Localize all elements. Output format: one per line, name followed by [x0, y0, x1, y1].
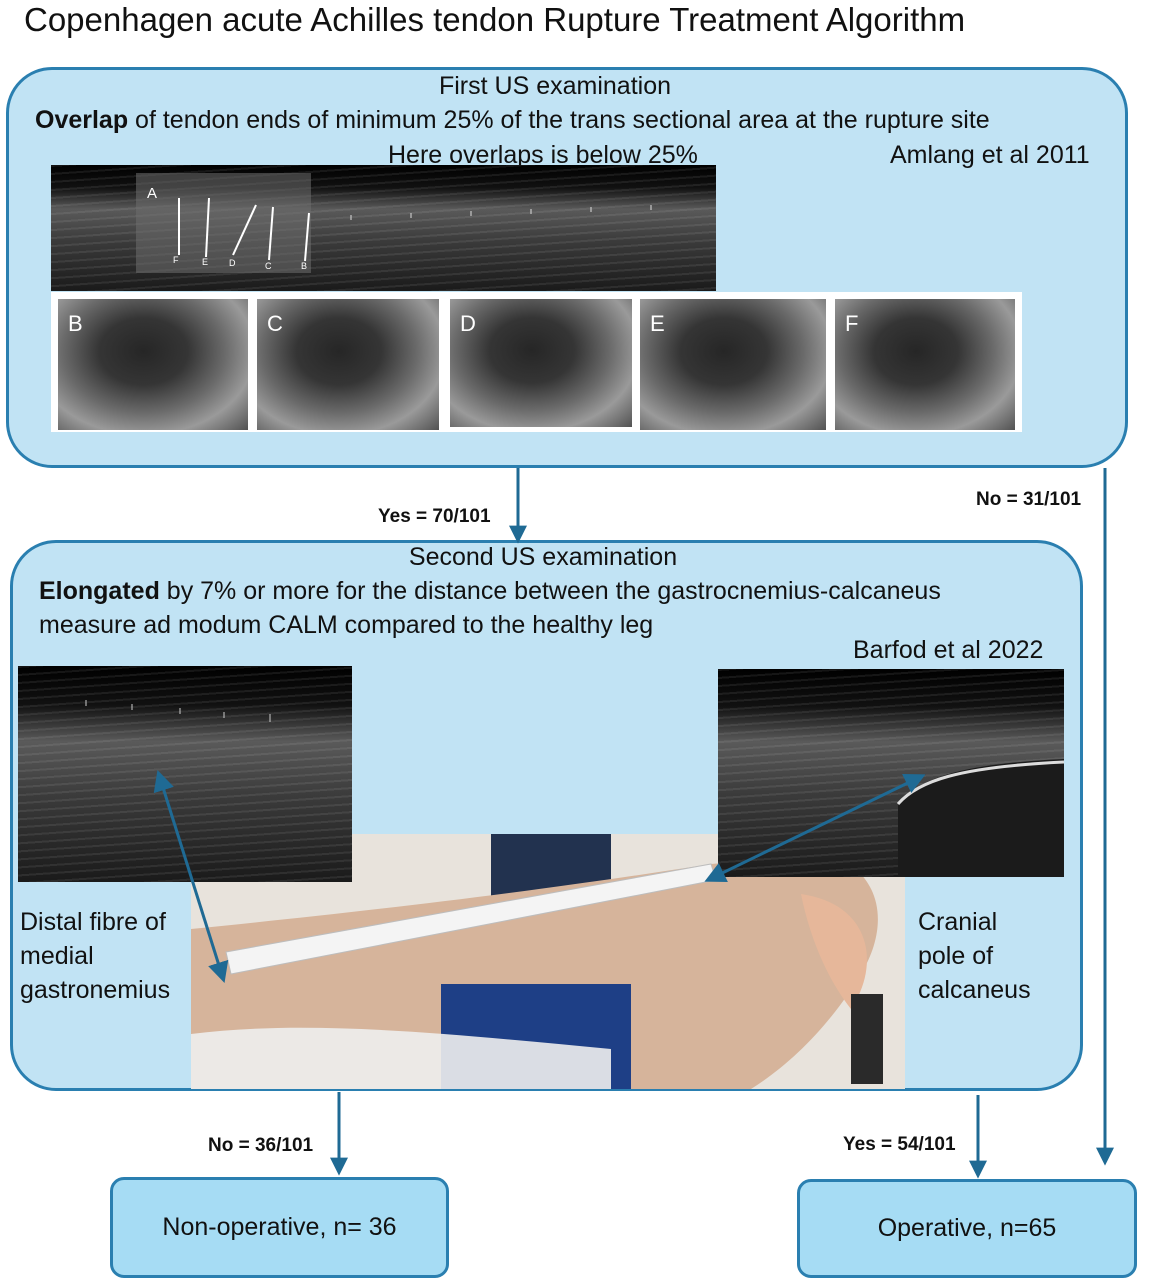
- gastrocnemius-label-line3: gastronemius: [20, 976, 171, 1004]
- second-exam-criterion-line1: Elongated by 7% or more for the distance…: [39, 576, 941, 606]
- gastrocnemius-label: Distal fibre of medial gastronemius: [20, 905, 170, 1007]
- longitudinal-ultrasound-image: A F E D C B: [51, 165, 716, 291]
- nonoperative-outcome-box: Non-operative, n= 36: [110, 1177, 449, 1278]
- long-mark-e: E: [202, 257, 209, 267]
- first-exam-note: Here overlaps is below 25%: [388, 141, 698, 169]
- operative-outcome-text: Operative, n=65: [877, 1214, 1057, 1242]
- elongated-text: by 7% or more for the distance between t…: [159, 577, 941, 605]
- operative-outcome-box: Operative, n=65: [797, 1179, 1137, 1278]
- calcaneus-label-line1: Cranial: [918, 908, 998, 936]
- criterion-keyword: Overlap: [35, 106, 129, 134]
- diagram-title: Copenhagen acute Achilles tendon Rupture…: [24, 1, 966, 38]
- cross-section-c-label: C: [267, 311, 283, 336]
- cross-section-e: E: [640, 299, 826, 430]
- long-mark-b: B: [301, 261, 308, 271]
- calcaneus-label-line2: pole of: [918, 942, 994, 970]
- cross-section-d: D: [450, 299, 632, 427]
- second-exam-heading: Second US examination: [408, 543, 678, 571]
- gastrocnemius-label-line1: Distal fibre of: [20, 908, 166, 936]
- first-exam-heading: First US examination: [438, 72, 672, 100]
- cross-section-b-label: B: [68, 311, 83, 336]
- cross-section-f: F: [835, 299, 1015, 430]
- gastrocnemius-label-line2: medial: [20, 942, 94, 970]
- no-first-label: No = 31/101: [976, 489, 1082, 510]
- first-exam-criterion: Overlap of tendon ends of minimum 25% of…: [35, 105, 990, 135]
- long-mark-a: A: [147, 185, 158, 202]
- long-mark-f: F: [173, 255, 179, 265]
- cross-section-f-label: F: [845, 311, 859, 336]
- long-mark-d: D: [229, 258, 236, 268]
- yes-first-label: Yes = 70/101: [378, 506, 491, 527]
- elongated-keyword: Elongated: [39, 577, 160, 605]
- cross-section-d-label: D: [460, 311, 476, 336]
- second-exam-criterion-line2: measure ad modum CALM compared to the he…: [39, 611, 654, 639]
- first-exam-reference: Amlang et al 2011: [890, 141, 1090, 169]
- no-second-label: No = 36/101: [208, 1135, 314, 1156]
- cross-section-b: B: [58, 299, 248, 430]
- long-mark-c: C: [265, 261, 272, 271]
- criterion-text: of tendon ends of minimum 25% of the tra…: [128, 106, 990, 134]
- calcaneus-label-line3: calcaneus: [918, 976, 1031, 1004]
- calcaneus-label: Cranial pole of calcaneus: [918, 905, 1031, 1007]
- cross-section-e-label: E: [650, 311, 665, 336]
- nonoperative-outcome-text: Non-operative, n= 36: [162, 1213, 397, 1241]
- cross-section-c: C: [257, 299, 439, 430]
- yes-second-label: Yes = 54/101: [843, 1134, 956, 1155]
- leg-measurement-photo: [191, 834, 905, 1089]
- second-exam-reference: Barfod et al 2022: [853, 636, 1044, 664]
